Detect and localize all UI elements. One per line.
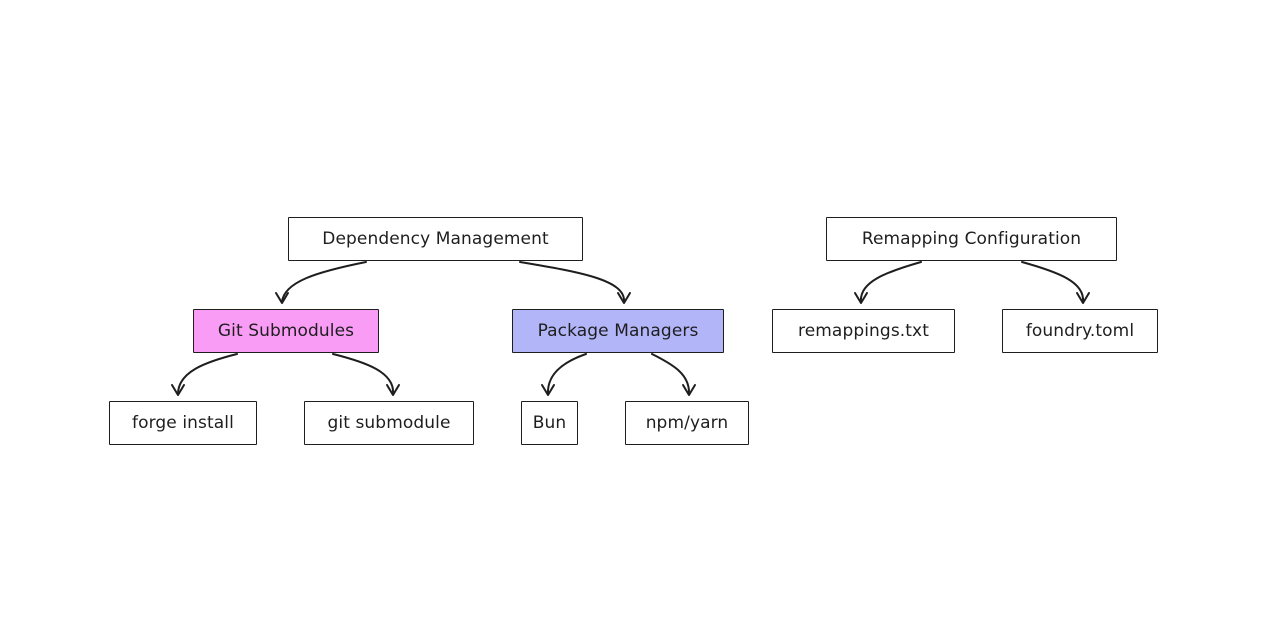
edge-remapping-configuration-foundry-toml <box>1021 261 1090 304</box>
node-package-managers: Package Managers <box>512 309 724 353</box>
node-git-submodule: git submodule <box>304 401 474 445</box>
node-foundry-toml: foundry.toml <box>1002 309 1158 353</box>
node-label: Dependency Management <box>322 228 549 249</box>
node-label: Git Submodules <box>217 320 355 341</box>
edge-dependency-management-package-managers <box>519 261 631 304</box>
node-bun: Bun <box>521 401 578 445</box>
edge-remapping-configuration-remappings-txt <box>854 261 922 304</box>
node-label: Package Managers <box>537 320 699 341</box>
edge-package-managers-npm-yarn <box>651 353 696 396</box>
edge-package-managers-bun <box>541 353 587 396</box>
node-npm-yarn: npm/yarn <box>625 401 749 445</box>
node-forge-install: forge install <box>109 401 257 445</box>
node-label: Remapping Configuration <box>861 228 1082 249</box>
node-dependency-management: Dependency Management <box>288 217 583 261</box>
node-label: git submodule <box>327 412 451 433</box>
node-git-submodules: Git Submodules <box>193 309 379 353</box>
node-label: remappings.txt <box>798 320 929 341</box>
node-label: forge install <box>132 412 234 433</box>
node-label: Bun <box>532 412 567 433</box>
edge-dependency-management-git-submodules <box>275 261 367 304</box>
node-remappings-txt: remappings.txt <box>772 309 955 353</box>
node-remapping-configuration: Remapping Configuration <box>826 217 1117 261</box>
edge-git-submodules-forge-install <box>171 353 238 396</box>
edge-git-submodules-git-submodule <box>332 353 400 396</box>
node-label: foundry.toml <box>1025 320 1135 341</box>
node-label: npm/yarn <box>645 412 729 433</box>
